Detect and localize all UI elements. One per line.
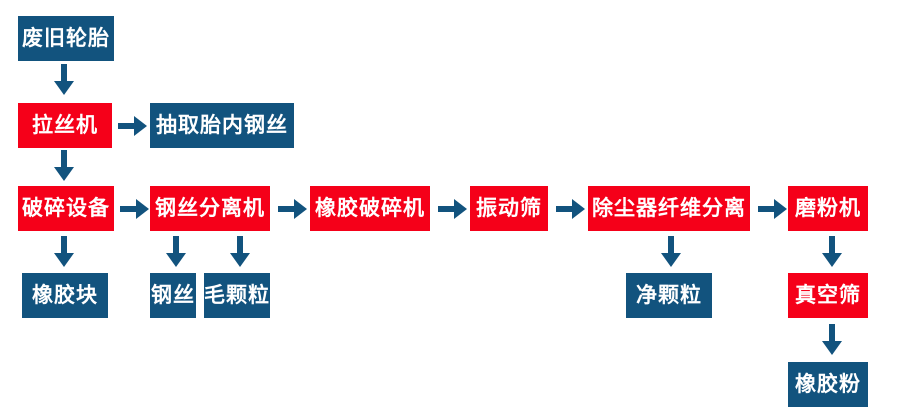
node-label: 振动筛 xyxy=(476,197,542,220)
node-label: 废旧轮胎 xyxy=(22,27,110,50)
arrow-down-icon xyxy=(228,236,252,268)
arrow-down-icon xyxy=(820,324,844,356)
arrow-down-icon xyxy=(52,236,76,268)
arrow-right-icon xyxy=(438,197,468,221)
node-vibrating-screen: 振动筛 xyxy=(470,186,548,231)
node-extract-bead-wire: 抽取胎内钢丝 xyxy=(150,103,294,148)
node-label: 毛颗粒 xyxy=(204,284,270,307)
arrow-down-icon xyxy=(820,236,844,268)
node-rubber-powder: 橡胶粉 xyxy=(788,362,868,407)
node-label: 抽取胎内钢丝 xyxy=(156,114,288,137)
node-fuzzy-granule: 毛颗粒 xyxy=(204,273,270,318)
node-label: 磨粉机 xyxy=(795,197,861,220)
arrow-down-icon xyxy=(52,150,76,182)
node-crushing-equipment: 破碎设备 xyxy=(18,186,114,231)
node-label: 净颗粒 xyxy=(636,284,702,307)
node-label: 钢丝 xyxy=(151,284,195,307)
node-wire-drawing-machine: 拉丝机 xyxy=(18,103,112,148)
node-label: 破碎设备 xyxy=(22,197,110,220)
node-label: 橡胶破碎机 xyxy=(315,197,425,220)
node-grinding-mill: 磨粉机 xyxy=(788,186,868,231)
node-vacuum-screen: 真空筛 xyxy=(788,273,868,318)
arrow-down-icon xyxy=(164,236,188,268)
node-rubber-block: 橡胶块 xyxy=(22,273,108,318)
node-label: 橡胶粉 xyxy=(795,373,861,396)
node-wire-separator: 钢丝分离机 xyxy=(150,186,270,231)
arrow-right-icon xyxy=(758,197,788,221)
node-steel-wire: 钢丝 xyxy=(150,273,196,318)
node-label: 真空筛 xyxy=(795,284,861,307)
arrow-down-icon xyxy=(659,236,683,268)
node-label: 除尘器纤维分离 xyxy=(592,197,746,220)
node-label: 拉丝机 xyxy=(32,114,98,137)
arrow-right-icon xyxy=(118,114,148,138)
arrow-right-icon xyxy=(120,197,150,221)
node-waste-tire: 废旧轮胎 xyxy=(18,16,114,61)
arrow-right-icon xyxy=(556,197,586,221)
node-dust-fiber-separator: 除尘器纤维分离 xyxy=(588,186,750,231)
node-rubber-crusher: 橡胶破碎机 xyxy=(310,186,430,231)
node-label: 钢丝分离机 xyxy=(155,197,265,220)
arrow-down-icon xyxy=(52,64,76,96)
arrow-right-icon xyxy=(278,197,308,221)
node-clean-granule: 净颗粒 xyxy=(626,273,712,318)
node-label: 橡胶块 xyxy=(32,284,98,307)
